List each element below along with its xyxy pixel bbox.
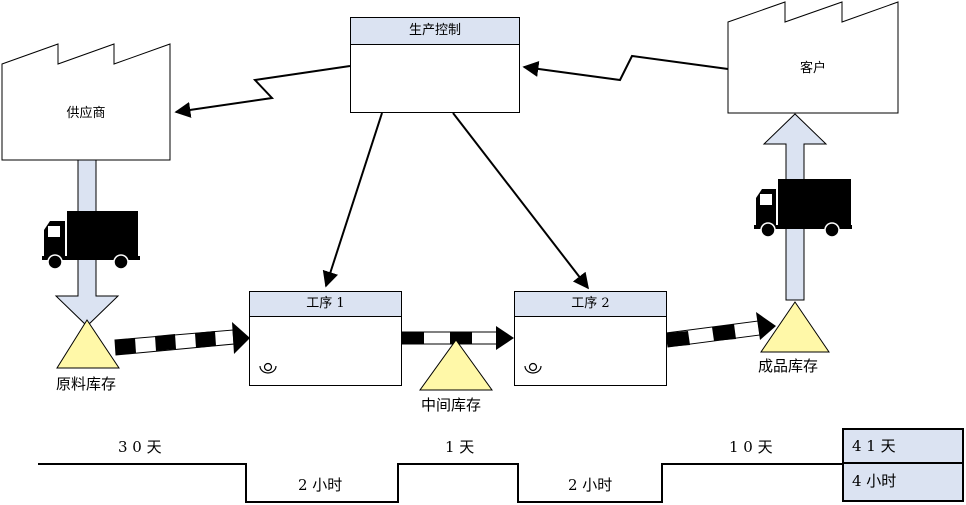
production-control-box: 生产控制 bbox=[350, 17, 520, 113]
finished-inventory-triangle-icon bbox=[760, 301, 830, 353]
raw-inventory-label: 原料库存 bbox=[56, 375, 117, 393]
total-lead-time-value: 4 1 天 bbox=[852, 437, 896, 455]
customer-truck-icon bbox=[754, 179, 852, 238]
production-control-title: 生产控制 bbox=[351, 18, 519, 45]
process1-title: 工序 1 bbox=[250, 292, 401, 317]
timeline-proc1: 2 小时 bbox=[298, 476, 343, 494]
total-lead-time-box: 4 1 天 bbox=[842, 428, 964, 464]
timeline-wait1: 3 0 天 bbox=[118, 438, 162, 456]
supplier-truck-icon bbox=[42, 211, 140, 270]
timeline-proc2: 2 小时 bbox=[568, 476, 613, 494]
customer-label: 客户 bbox=[799, 61, 826, 76]
total-process-time-value: 4 小时 bbox=[852, 472, 897, 490]
timeline-wait2: 1 天 bbox=[445, 438, 475, 456]
finished-inventory-label: 成品库存 bbox=[758, 357, 819, 375]
electronic-info-flow-to-supplier bbox=[174, 65, 351, 118]
schedule-arrow-process2 bbox=[452, 112, 589, 290]
timeline-wait3: 1 0 天 bbox=[729, 438, 773, 456]
electronic-info-flow-from-customer bbox=[522, 54, 729, 82]
supplier-label: 供应商 bbox=[66, 106, 106, 121]
push-arrow-to-process1 bbox=[114, 322, 250, 356]
operator-icon bbox=[524, 362, 542, 374]
push-arrow-to-finished bbox=[665, 312, 776, 348]
push-arrow-to-process2 bbox=[401, 326, 514, 350]
customer-factory-icon bbox=[727, 1, 899, 114]
raw-inventory-triangle-icon bbox=[56, 319, 120, 369]
supplier-factory-icon bbox=[1, 43, 171, 161]
operator-icon bbox=[259, 362, 277, 374]
process2-title: 工序 2 bbox=[515, 292, 666, 317]
total-process-time-box: 4 小时 bbox=[842, 464, 964, 502]
wip-inventory-label: 中间库存 bbox=[421, 396, 482, 414]
lead-time-ladder bbox=[38, 463, 843, 503]
process2-box: 工序 2 bbox=[514, 291, 667, 386]
wip-inventory-triangle-icon bbox=[419, 339, 493, 391]
process1-box: 工序 1 bbox=[249, 291, 402, 386]
schedule-arrow-process1 bbox=[322, 112, 383, 288]
